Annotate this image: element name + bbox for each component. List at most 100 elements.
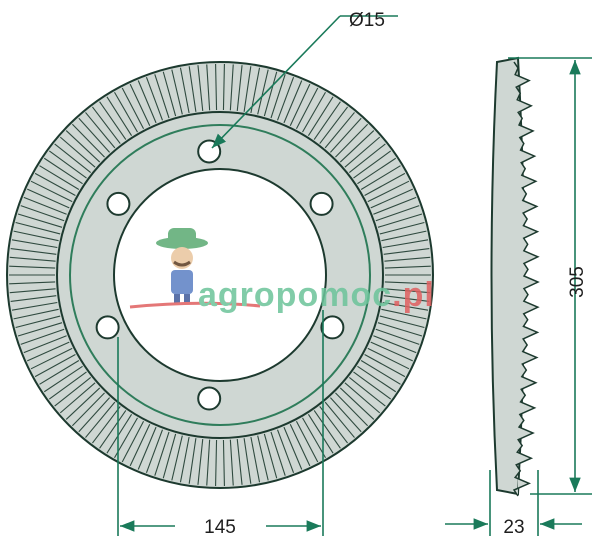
serration-line — [250, 436, 261, 483]
watermark-swoosh — [129, 301, 261, 309]
bolt-spacing-dimension: 145 — [117, 310, 324, 538]
serration-line — [313, 410, 341, 449]
serration-line — [289, 83, 311, 126]
serration-line — [382, 301, 429, 311]
serration-line — [20, 328, 65, 345]
disc-side-view — [490, 56, 540, 497]
serration-line — [348, 143, 386, 173]
serration-line — [78, 117, 111, 153]
serration-line — [39, 360, 80, 385]
serration-line — [129, 424, 151, 467]
serration-line — [39, 165, 80, 190]
serration-line — [137, 426, 157, 470]
serration-line — [154, 74, 170, 119]
serration-line — [91, 406, 121, 444]
serration-line — [188, 66, 197, 112]
serration-line — [373, 196, 417, 215]
serration-line — [360, 360, 401, 385]
serration-line — [373, 335, 417, 354]
serration-line — [121, 87, 145, 130]
serration-line — [370, 188, 413, 209]
outer-diameter-dimension: 305 — [508, 57, 592, 495]
serration-line — [339, 130, 375, 163]
thickness-label: 23 — [503, 517, 524, 538]
serration-line — [65, 130, 101, 163]
serration-line — [9, 281, 56, 285]
serration-line — [283, 426, 303, 470]
serration-line — [78, 397, 111, 433]
serration-line — [276, 429, 295, 473]
serration-line — [276, 77, 295, 121]
serration-line — [377, 322, 423, 337]
serration-line — [59, 136, 96, 168]
serration-line — [171, 435, 183, 481]
serration-line — [17, 213, 63, 228]
bolt-hole — [309, 191, 334, 216]
serration-line — [324, 401, 355, 438]
serration-line — [353, 371, 392, 400]
serration-line — [23, 335, 67, 354]
serration-line — [257, 69, 269, 115]
serration-line — [30, 347, 73, 370]
serration-line — [360, 165, 401, 190]
serration-line — [263, 71, 278, 117]
serration-line — [383, 295, 430, 302]
serration-line — [367, 347, 410, 370]
serration-line — [270, 74, 286, 119]
watermark: agropomoc.pl — [129, 228, 435, 314]
serration-line — [243, 66, 252, 112]
serration-line — [9, 288, 56, 294]
serration-line — [339, 387, 375, 420]
serration-line — [34, 172, 76, 196]
serration-line — [375, 328, 420, 345]
serration-line — [229, 439, 234, 486]
serration-line — [27, 341, 70, 362]
serration-line — [20, 205, 65, 222]
serration-line — [43, 365, 83, 393]
thickness-dimension: 23 — [445, 470, 582, 538]
serration-line — [30, 180, 73, 203]
serration-line — [162, 71, 177, 117]
serration-line — [106, 96, 133, 136]
serration-line — [384, 281, 431, 285]
serration-line — [15, 221, 61, 235]
serration-line — [283, 80, 303, 124]
serration-line — [229, 64, 234, 111]
serration-line — [85, 401, 116, 438]
serration-line — [154, 431, 170, 476]
serration-line — [106, 414, 133, 454]
disc-serrations — [9, 64, 431, 486]
serration-line — [121, 420, 145, 463]
serration-line — [384, 265, 431, 269]
serration-line — [114, 91, 138, 133]
serration-line — [236, 439, 243, 485]
bolt-hole — [106, 191, 131, 216]
serration-line — [10, 295, 57, 302]
serration-line — [222, 64, 225, 111]
serration-line — [27, 188, 70, 209]
serration-line — [171, 69, 183, 115]
serration-line — [289, 424, 311, 467]
serration-line — [364, 172, 406, 196]
bolt-hole — [95, 315, 120, 340]
side-view-teeth — [512, 61, 540, 497]
bolt-spacing-label: 145 — [204, 517, 236, 538]
serration-line — [357, 365, 397, 393]
serration-line — [263, 433, 278, 479]
watermark-suffix: .pl — [392, 276, 435, 314]
serration-line — [9, 256, 56, 262]
serration-line — [23, 196, 67, 215]
center-bore — [113, 168, 327, 382]
serration-line — [197, 65, 204, 111]
serration-line — [367, 180, 410, 203]
serration-line — [302, 417, 326, 459]
serration-line — [370, 341, 413, 362]
serration-line — [10, 248, 57, 255]
serration-line — [145, 77, 164, 121]
disc-front-view — [6, 61, 434, 489]
serration-line — [129, 83, 151, 126]
bolt-hole — [197, 386, 222, 411]
serration-line — [215, 439, 218, 486]
serration-line — [313, 101, 341, 140]
serration-line — [236, 65, 243, 111]
